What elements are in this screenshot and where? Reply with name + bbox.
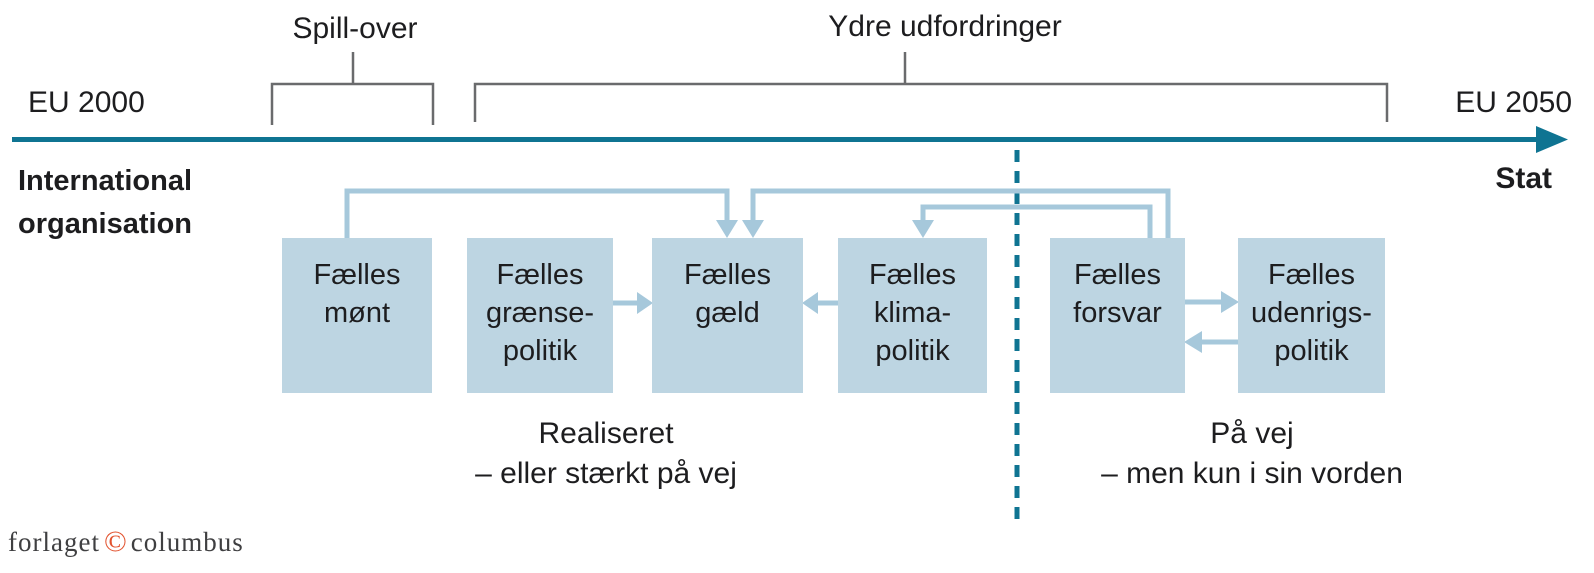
- caption-realised: Realiseret – eller stærkt på vej: [306, 414, 906, 494]
- spillover-label: Spill-over: [292, 12, 418, 45]
- connector-forsvar-to-gaeld: [750, 188, 1171, 240]
- caption-emerging-line1: På vej: [1210, 417, 1294, 450]
- box-label-line: forsvar: [1073, 297, 1162, 329]
- box-label-line: politik: [1274, 335, 1349, 367]
- box-label-line: mønt: [323, 297, 391, 329]
- connector-moent-to-gaeld: [344, 188, 730, 240]
- box-label-line: Fælles: [1073, 259, 1161, 291]
- connector-forsvar-to-klima: [920, 204, 1153, 240]
- connector-udenrigs-to-forsvar-arrowhead-icon: [1184, 331, 1202, 353]
- external-challenges-label: Ydre udfordringer: [828, 10, 1062, 43]
- box-faelles-gaeld: Fælles gæld: [652, 238, 803, 393]
- right-role-label: Stat: [1495, 162, 1552, 195]
- box-label-line: politik: [875, 335, 950, 367]
- box-label-line: Fælles: [1267, 259, 1355, 291]
- caption-realised-line1: Realiseret: [538, 417, 674, 450]
- box-label-line: Fælles: [496, 259, 584, 291]
- box-label-line: Fælles: [683, 259, 771, 291]
- box-label-line: gæld: [695, 297, 760, 329]
- connector-forsvar-to-gaeld-arrowhead-icon: [742, 220, 764, 238]
- box-label-line: Fælles: [868, 259, 956, 291]
- left-role-label: International organisation: [18, 160, 192, 246]
- publisher-credit: forlaget©columbus: [8, 525, 244, 559]
- connector-klima-to-gaeld-arrowhead-icon: [802, 292, 818, 314]
- caption-emerging: På vej – men kun i sin vorden: [952, 414, 1552, 494]
- box-faelles-graensepolitik: Fælles grænse- politik: [467, 238, 613, 393]
- timeline-arrowhead-icon: [1536, 126, 1568, 153]
- box-faelles-moent: Fælles mønt: [282, 238, 432, 393]
- connector-graense-to-gaeld-arrowhead-icon: [637, 292, 653, 314]
- connector-forsvar-to-klima-arrowhead-icon: [912, 220, 934, 238]
- caption-emerging-line2: – men kun i sin vorden: [1101, 457, 1403, 490]
- box-faelles-udenrigspolitik: Fælles udenrigs- politik: [1238, 238, 1385, 393]
- timeline-start-label: EU 2000: [28, 86, 145, 119]
- box-faelles-forsvar: Fælles forsvar: [1050, 238, 1185, 393]
- left-role-line1: International: [18, 165, 193, 197]
- publisher-name-post: columbus: [130, 527, 244, 557]
- left-role-line2: organisation: [18, 208, 193, 240]
- publisher-name-pre: forlaget: [8, 527, 100, 557]
- box-label-line: politik: [502, 335, 578, 367]
- external-challenges-bracket: [473, 82, 1389, 122]
- box-label-line: klima-: [873, 297, 952, 329]
- timeline-end-label: EU 2050: [1455, 86, 1572, 119]
- copyright-icon: ©: [103, 525, 127, 558]
- connector-moent-to-gaeld-arrowhead-icon: [716, 220, 738, 238]
- connector-forsvar-to-udenrigs-arrowhead-icon: [1221, 291, 1239, 313]
- caption-realised-line2: – eller stærkt på vej: [475, 457, 737, 490]
- box-faelles-klimapolitik: Fælles klima- politik: [838, 238, 987, 393]
- box-label-line: Fælles: [313, 259, 401, 291]
- box-label-line: udenrigs-: [1251, 297, 1372, 329]
- box-label-line: grænse-: [486, 297, 594, 329]
- spillover-bracket: [270, 82, 435, 125]
